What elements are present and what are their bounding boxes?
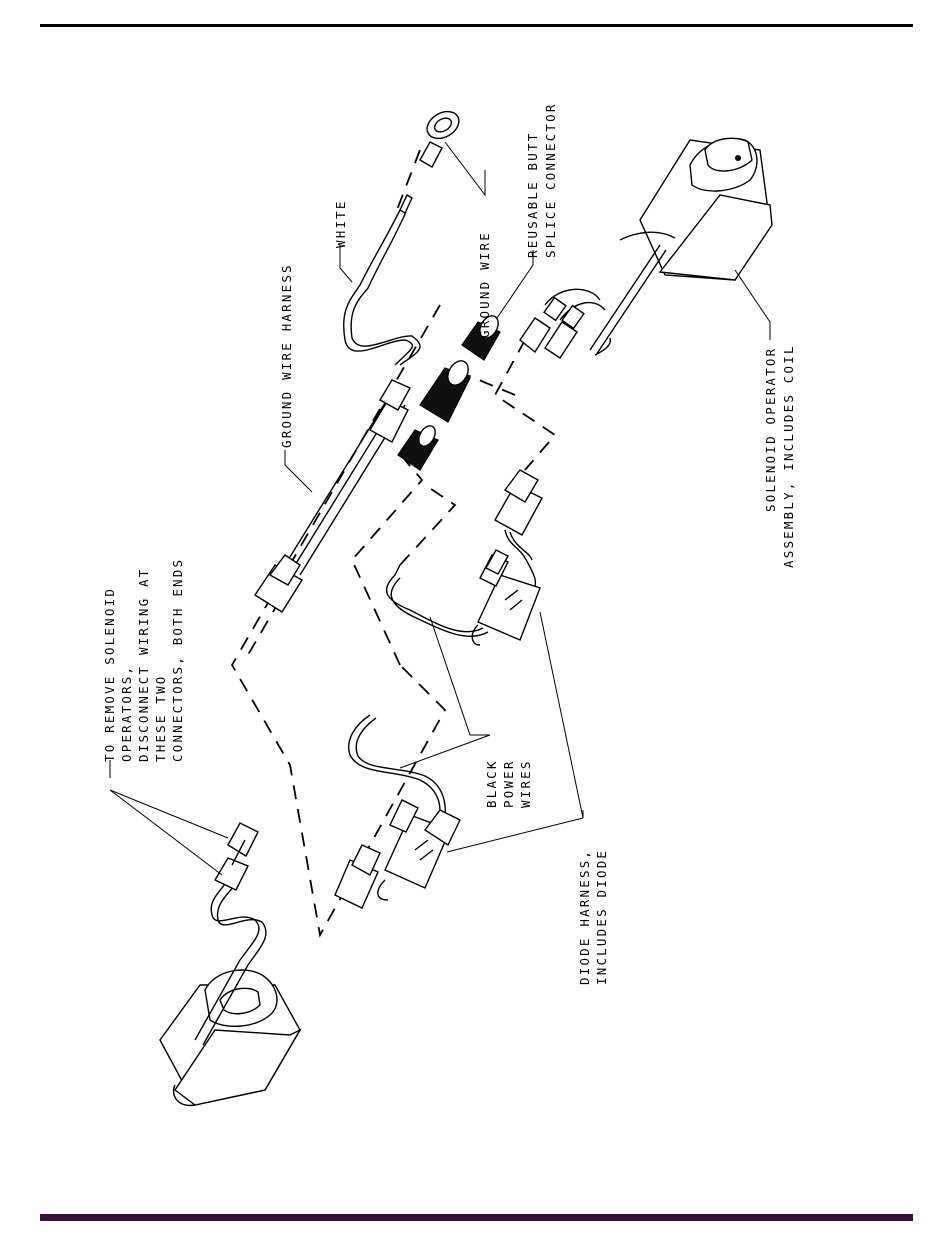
label-remove-line4: THESE TWO (153, 674, 168, 762)
solenoid-left (160, 823, 300, 1105)
label-remove-line3: DISCONNECT WIRING AT (136, 567, 151, 762)
solenoid-right (590, 138, 772, 355)
diode-harness-lower (335, 715, 460, 908)
label-butt-connector-line1: REUSABLE BUTT (525, 132, 540, 258)
label-black-line2: POWER (501, 759, 516, 808)
label-solenoid-line1: SOLENOID OPERATOR (763, 347, 778, 512)
label-ground-wire-harness: GROUND WIRE HARNESS (279, 263, 294, 448)
label-diode-line2: INCLUDES DIODE (594, 849, 609, 985)
label-butt-connector-line2: SPLICE CONNECTOR (543, 102, 558, 258)
label-white: WHITE (333, 199, 348, 248)
label-black-line3: WIRES (518, 759, 533, 808)
diode-harness-upper (387, 470, 542, 645)
label-remove-line2: OPERATORS, (119, 665, 134, 762)
label-black-line1: BLACK (484, 759, 499, 808)
label-diode-line1: DIODE HARNESS, (577, 849, 592, 985)
label-remove-line1: TO REMOVE SOLENOID (102, 587, 117, 762)
label-remove-line5: CONNECTORS, BOTH ENDS (170, 558, 185, 762)
label-solenoid-line2: ASSEMBLY, INCLUDES COIL (781, 344, 796, 568)
label-ground-wire: GROUND WIRE (477, 231, 492, 338)
